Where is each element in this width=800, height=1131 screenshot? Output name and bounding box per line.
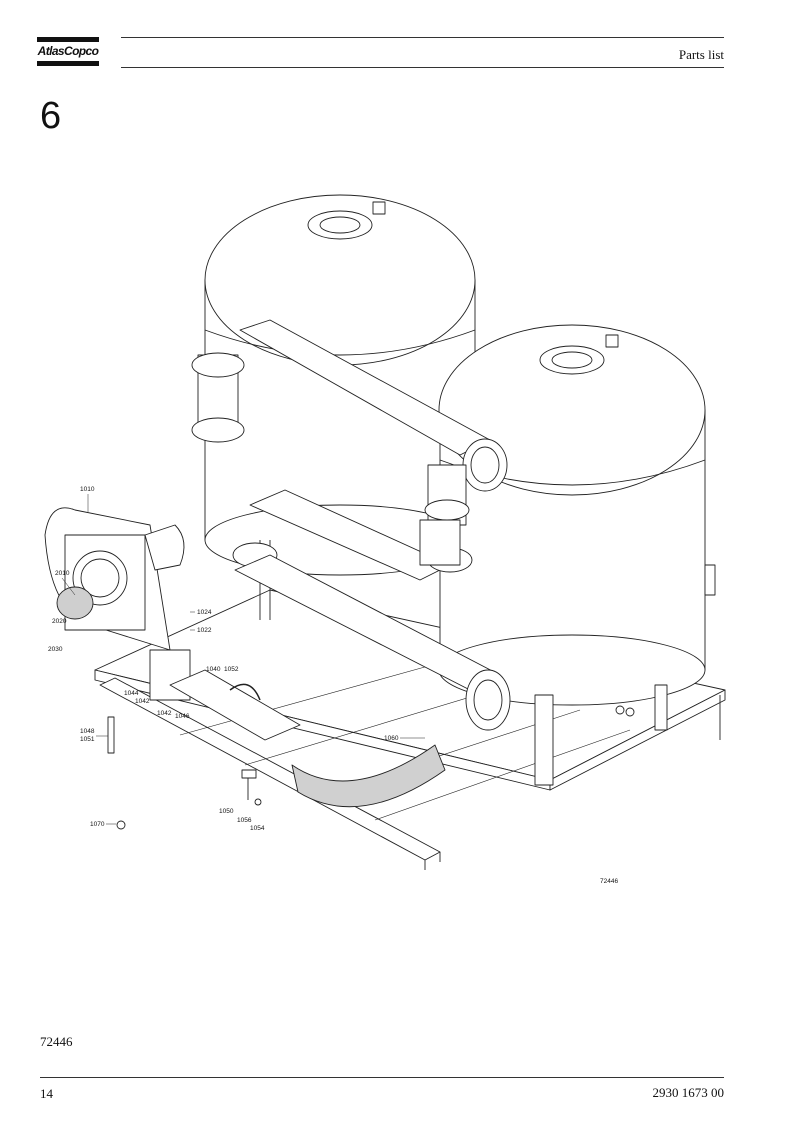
callout-1042-upper: 1042: [135, 698, 150, 705]
callout-1060: 1060: [384, 735, 399, 742]
callout-1042-lower: 1042: [157, 710, 172, 717]
callout-1056: 1056: [237, 817, 252, 824]
callout-1010: 1010: [80, 486, 95, 493]
callout-1050: 1050: [219, 808, 234, 815]
callout-2010: 2010: [55, 570, 70, 577]
header-rule-bottom: [121, 67, 724, 68]
callout-1051: 1051: [80, 736, 95, 743]
exploded-parts-drawing: 1010 2010 2020 2030 1024 1022 1040 1052 …: [30, 180, 750, 910]
atlas-copco-logo: AtlasCopco: [37, 37, 99, 67]
upper-pipe: [191, 319, 508, 526]
callout-1048: 1048: [80, 728, 95, 735]
callout-2030: 2030: [48, 646, 63, 653]
logo-bar-bottom: [37, 61, 99, 66]
middle-pipe: [232, 489, 473, 581]
lower-pipe: [234, 554, 511, 731]
callout-1022: 1022: [197, 627, 212, 634]
logo-bar-top: [37, 37, 99, 42]
section-number: 6: [40, 95, 62, 137]
drawing-svg: 1010 2010 2020 2030 1024 1022 1040 1052 …: [44, 194, 726, 885]
document-number: 2930 1673 00: [652, 1085, 725, 1100]
callout-1040: 1040: [206, 666, 221, 673]
drawing-reference: 72446: [600, 878, 618, 885]
connection-piping: [107, 669, 446, 830]
header-rule-top: [121, 37, 724, 38]
callout-1070: 1070: [90, 821, 105, 828]
callout-1054: 1054: [250, 825, 265, 832]
callout-1052: 1052: [224, 666, 239, 673]
fan-assembly: [44, 507, 191, 701]
page-title: Parts list: [678, 47, 724, 62]
logo-text: AtlasCopco: [37, 44, 99, 58]
callout-1024: 1024: [197, 609, 212, 616]
page-number: 14: [40, 1086, 53, 1101]
callout-1044: 1044: [124, 690, 139, 697]
figure-id: 72446: [40, 1034, 73, 1049]
callout-1046: 1046: [175, 713, 190, 720]
footer-rule: [40, 1077, 724, 1078]
callout-leaders: [61, 494, 425, 825]
callout-2020: 2020: [52, 618, 67, 625]
callout-labels: 1010 2010 2020 2030 1024 1022 1040 1052 …: [48, 486, 618, 885]
